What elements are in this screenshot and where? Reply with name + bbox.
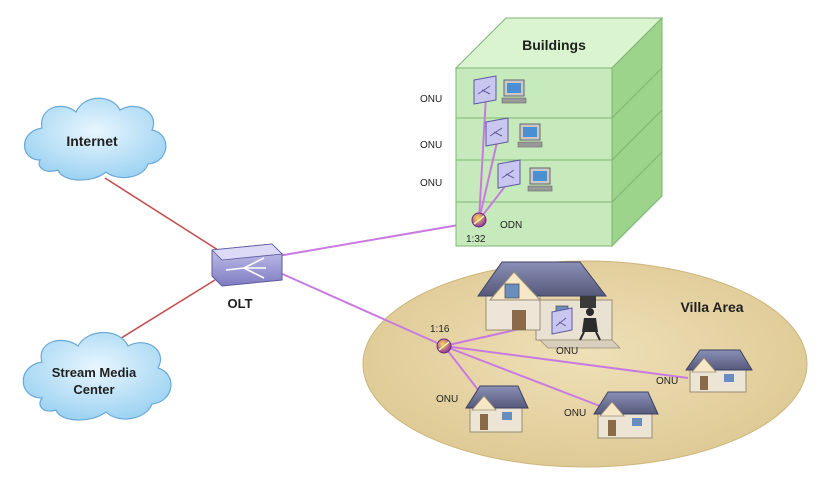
fiber-villa-drop-2 xyxy=(443,345,689,379)
building-pc-1-icon xyxy=(501,79,527,104)
villa-onu-label-left: ONU xyxy=(436,394,458,405)
villa-main-onu xyxy=(551,307,573,335)
user-at-pc-icon xyxy=(579,296,601,341)
building-onu-3 xyxy=(497,159,521,189)
stream-media-center-cloud: Stream Media Center xyxy=(22,332,172,421)
internet-cloud: Internet xyxy=(24,97,167,181)
olt-device: OLT xyxy=(211,243,283,311)
building-onu-label-1: ONU xyxy=(420,94,442,105)
buildings-title: Buildings xyxy=(522,37,586,53)
villa-area-title: Villa Area xyxy=(680,299,743,315)
stream-olt-link xyxy=(109,279,216,346)
fiber-building-onu-1 xyxy=(478,95,487,221)
internet-olt-link xyxy=(104,177,219,251)
building-onu-label-2: ONU xyxy=(420,140,442,151)
building-pc-3-icon xyxy=(527,167,553,192)
building-split-ratio: 1:32 xyxy=(466,234,486,245)
villa-onu-label-right: ONU xyxy=(656,376,678,387)
fiber-olt-villa xyxy=(277,271,445,347)
building-onu-2 xyxy=(485,117,509,147)
building-odn-label: ODN xyxy=(500,220,522,231)
villa-house-center xyxy=(593,391,659,439)
internet-label: Internet xyxy=(66,133,118,149)
stream-media-label-line1: Stream Media xyxy=(52,365,137,380)
fiber-villa-drop-3 xyxy=(443,345,606,409)
olt-splitter-icon xyxy=(225,257,266,279)
villa-onu-label-main: ONU xyxy=(556,346,578,357)
building-pc-2-icon xyxy=(517,123,543,148)
fiber-olt-building xyxy=(277,221,477,257)
building-onu-label-3: ONU xyxy=(420,178,442,189)
villa-split-ratio: 1:16 xyxy=(430,324,450,335)
olt-label: OLT xyxy=(227,296,252,311)
stream-media-label-line2: Center xyxy=(73,382,114,397)
fiber-building-onu-2 xyxy=(478,137,499,221)
villa-onu-label-center: ONU xyxy=(564,408,586,419)
villa-house-right xyxy=(685,349,753,393)
villa-house-left xyxy=(465,385,529,433)
building-onu-1 xyxy=(473,75,497,105)
